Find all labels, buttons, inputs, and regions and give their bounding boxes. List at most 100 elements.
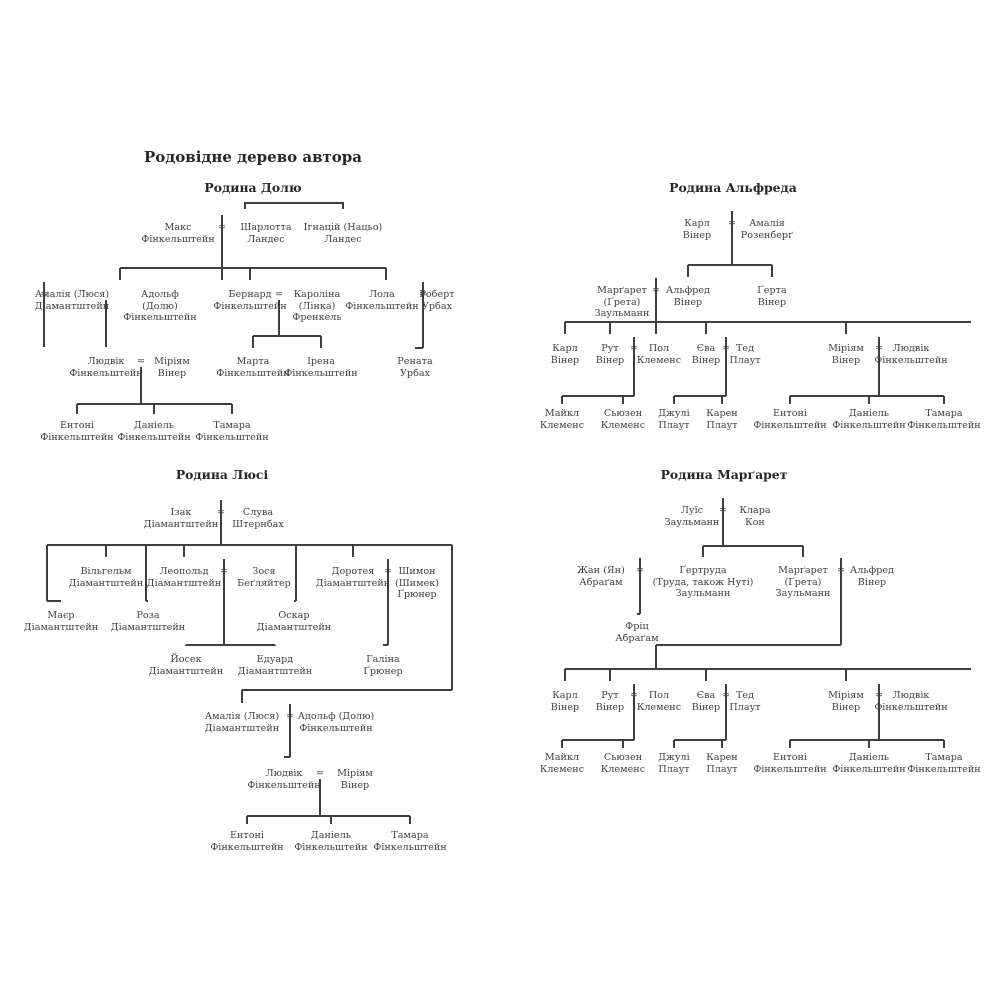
person-node: Ґертруда (Труда, також Нуті) Заульманн (652, 565, 754, 600)
person-node: Амалія Розенберґ (740, 218, 794, 241)
page-title: Родовідне дерево автора (143, 148, 363, 166)
person-node: Тед Плаут (729, 343, 761, 366)
person-node: Ігнацій (Нацьо) Ландес (303, 222, 383, 245)
person-node: Зося Беґляйтер (237, 566, 291, 589)
marriage-symbol: = (136, 356, 146, 367)
person-node: Ірена Фінкельштейн (284, 356, 358, 379)
person-node: Карл Вінер (550, 343, 580, 366)
person-node: Майкл Клеменс (539, 752, 585, 775)
person-node: Ентоні Фінкельштейн (753, 752, 827, 775)
marriage-symbol: = (721, 343, 731, 354)
person-node: Тамара Фінкельштейн (907, 408, 981, 431)
person-node: Джулі Плаут (658, 752, 690, 775)
tree-title-lusi: Родина Люсі (175, 467, 269, 482)
person-node: Даніель Фінкельштейн (832, 752, 906, 775)
person-node: Шимон (Шимек) Ґрюнер (394, 566, 440, 601)
person-node: Сьюзен Клеменс (600, 752, 646, 775)
person-node: Тед Плаут (729, 690, 761, 713)
marriage-symbol: = (629, 343, 639, 354)
marriage-symbol: = (874, 690, 884, 701)
marriage-symbol: = (315, 768, 325, 779)
person-node: Рут Вінер (595, 343, 625, 366)
person-node: Міріям Вінер (828, 343, 864, 366)
person-node: Леопольд Діамантштейн (146, 566, 222, 589)
person-node: Бернард Фінкельштейн (213, 289, 287, 312)
person-node: Джулі Плаут (658, 408, 690, 431)
person-node: Жан (Ян) Абраґам (577, 565, 625, 588)
person-node: Едуард Діамантштейн (237, 654, 313, 677)
tree-title-margaret: Родина Марґарет (660, 467, 788, 482)
person-node: Людвік Фінкельштейн (69, 356, 143, 379)
person-node: Маєр Діамантштейн (23, 610, 99, 633)
person-node: Роза Діамантштейн (110, 610, 186, 633)
person-node: Оскар Діамантштейн (256, 610, 332, 633)
person-node: Рут Вінер (595, 690, 625, 713)
marriage-symbol: = (836, 565, 846, 576)
person-node: Доротея Діамантштейн (315, 566, 391, 589)
person-node: Міріям Вінер (337, 768, 373, 791)
person-node: Людвік Фінкельштейн (874, 690, 948, 713)
marriage-symbol: = (651, 285, 661, 296)
person-node: Луїс Заульманн (664, 505, 720, 528)
person-node: Майкл Клеменс (539, 408, 585, 431)
person-node: Макс Фінкельштейн (141, 222, 215, 245)
person-node: Ентоні Фінкельштейн (210, 830, 284, 853)
marriage-symbol: = (274, 289, 284, 300)
person-node: Пол Клеменс (636, 343, 682, 366)
person-node: Людвік Фінкельштейн (874, 343, 948, 366)
person-node: Марґарет (Ґрета) Заульманн (775, 565, 831, 600)
person-node: Карл Вінер (682, 218, 712, 241)
person-node: Тамара Фінкельштейн (195, 420, 269, 443)
person-node: Даніель Фінкельштейн (117, 420, 191, 443)
person-node: Карен Плаут (706, 752, 738, 775)
person-node: Ентоні Фінкельштейн (753, 408, 827, 431)
marriage-symbol: = (418, 289, 428, 300)
person-node: Адольф (Долю) Фінкельштейн (123, 289, 197, 324)
person-node: Адольф (Долю) Фінкельштейн (297, 711, 375, 734)
marriage-symbol: = (216, 507, 226, 518)
person-node: Шарлотта Ландес (240, 222, 292, 245)
person-node: Даніель Фінкельштейн (294, 830, 368, 853)
person-node: Карен Плаут (706, 408, 738, 431)
person-node: Людвік Фінкельштейн (247, 768, 321, 791)
person-node: Єва Вінер (691, 343, 721, 366)
person-node: Міріям Вінер (828, 690, 864, 713)
marriage-symbol: = (635, 565, 645, 576)
person-node: Фріц Абраґам (615, 621, 659, 644)
person-node: Ентоні Фінкельштейн (40, 420, 114, 443)
person-node: Йосек Діамантштейн (148, 654, 224, 677)
marriage-symbol: = (721, 690, 731, 701)
person-node: Ізак Діамантштейн (143, 507, 219, 530)
person-node: Альфред Вінер (850, 565, 894, 588)
person-node: Амалія (Люся) Діамантштейн (204, 711, 280, 734)
person-node: Марґарет (Ґрета) Заульманн (594, 285, 650, 320)
person-node: Галіна Ґрюнер (363, 654, 403, 677)
person-node: Міріям Вінер (154, 356, 190, 379)
tree-title-alfred: Родина Альфреда (669, 180, 797, 195)
marriage-symbol: = (629, 690, 639, 701)
marriage-symbol: = (285, 711, 295, 722)
person-node: Клара Кон (739, 505, 771, 528)
person-node: Слува Штернбах (232, 507, 284, 530)
marriage-symbol: = (219, 566, 229, 577)
person-node: Даніель Фінкельштейн (832, 408, 906, 431)
person-node: Сьюзен Клеменс (600, 408, 646, 431)
person-node: Тамара Фінкельштейн (907, 752, 981, 775)
person-node: Тамара Фінкельштейн (373, 830, 447, 853)
person-node: Карл Вінер (550, 690, 580, 713)
person-node: Кароліна (Лінка) Френкель (292, 289, 342, 324)
person-node: Лола Фінкельштейн (345, 289, 419, 312)
tree-title-dolyu: Родина Долю (204, 180, 302, 195)
marriage-symbol: = (718, 505, 728, 516)
person-node: Роберт Урбах (419, 289, 455, 312)
person-node: Амалія (Люся) Діамантштейн (34, 289, 110, 312)
person-node: Ґерта Вінер (757, 285, 787, 308)
marriage-symbol: = (383, 566, 393, 577)
person-node: Єва Вінер (691, 690, 721, 713)
marriage-symbol: = (874, 343, 884, 354)
person-node: Вільгельм Діамантштейн (68, 566, 144, 589)
person-node: Рената Урбах (397, 356, 433, 379)
person-node: Альфред Вінер (666, 285, 710, 308)
person-node: Марта Фінкельштейн (216, 356, 290, 379)
